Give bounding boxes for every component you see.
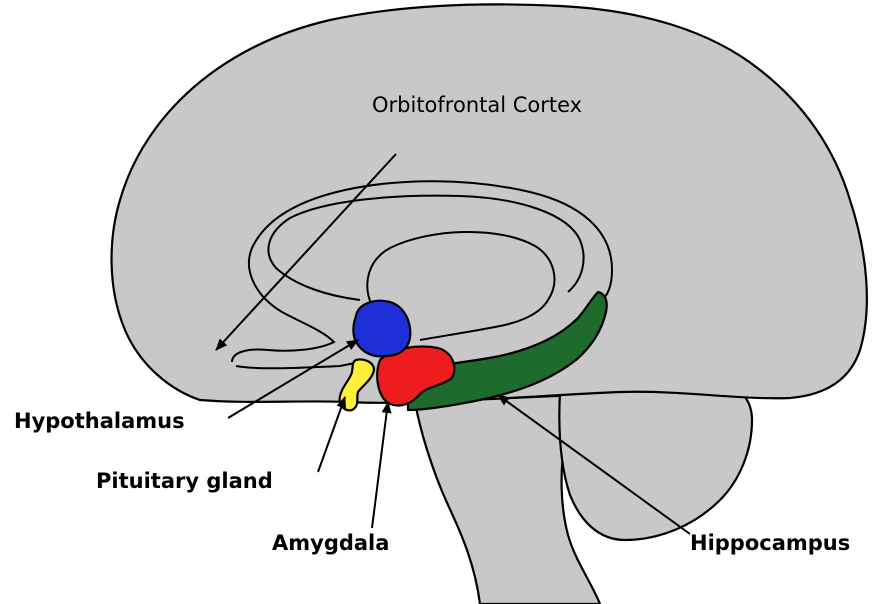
cerebellum xyxy=(559,376,752,540)
label-orbitofrontal-cortex: Orbitofrontal Cortex xyxy=(372,93,582,117)
label-amygdala: Amygdala xyxy=(272,531,389,555)
label-hypothalamus: Hypothalamus xyxy=(14,409,185,433)
pituitary-gland-pointer xyxy=(318,397,345,472)
label-pituitary-gland: Pituitary gland xyxy=(96,469,273,493)
cerebrum xyxy=(112,4,867,402)
amygdala-pointer xyxy=(372,402,388,528)
label-hippocampus: Hippocampus xyxy=(690,531,850,555)
hypothalamus xyxy=(353,301,410,357)
